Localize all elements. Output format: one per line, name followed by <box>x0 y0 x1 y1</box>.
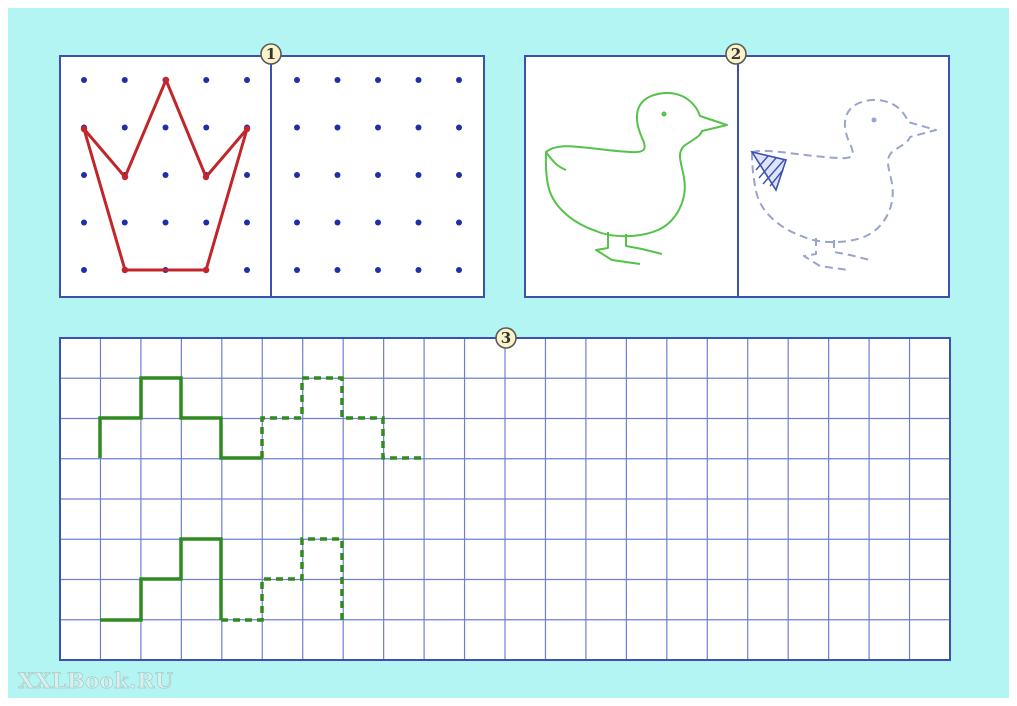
duck-eye-solid <box>662 112 667 117</box>
grid-dot <box>375 267 381 273</box>
grid-dot <box>294 267 300 273</box>
grid-dot <box>122 77 128 83</box>
exercise-1-panel <box>60 56 484 297</box>
grid-dot <box>81 172 87 178</box>
grid-dot <box>163 125 169 131</box>
grid-dot <box>416 77 422 83</box>
grid-dot <box>416 267 422 273</box>
grid-dot <box>375 172 381 178</box>
crown-vertex <box>163 77 169 83</box>
crown-vertex <box>203 267 209 273</box>
grid-dot <box>203 220 209 226</box>
grid-dot <box>416 220 422 226</box>
grid-dot <box>294 77 300 83</box>
exercise-3-badge: 3 <box>496 328 516 348</box>
grid-dot <box>81 220 87 226</box>
grid-dot <box>335 125 341 131</box>
grid-dot <box>81 77 87 83</box>
crown-vertex <box>122 267 128 273</box>
grid-dot <box>203 125 209 131</box>
crown-vertex <box>244 126 250 132</box>
grid-dot <box>294 125 300 131</box>
grid-dot <box>81 267 87 273</box>
grid-dot <box>244 77 250 83</box>
exercise-3-panel <box>60 338 950 660</box>
grid-dot <box>244 172 250 178</box>
exercise-2-badge: 2 <box>726 44 746 64</box>
grid-dot <box>456 267 462 273</box>
grid-dot <box>244 267 250 273</box>
grid-dot <box>456 172 462 178</box>
grid-dot <box>335 220 341 226</box>
grid-dot <box>244 220 250 226</box>
grid-dot <box>122 220 128 226</box>
grid-dot <box>335 267 341 273</box>
grid-dot <box>416 172 422 178</box>
watermark-text: XXLBook.RU <box>18 668 174 693</box>
grid-dot <box>294 220 300 226</box>
grid-dot <box>456 125 462 131</box>
grid-dot <box>163 172 169 178</box>
crown-vertex <box>203 174 209 180</box>
grid-dot <box>122 125 128 131</box>
grid-dot <box>294 172 300 178</box>
grid-dot <box>203 77 209 83</box>
duck-eye-dashed <box>872 118 877 123</box>
crown-vertex <box>81 126 87 132</box>
grid-dot <box>375 77 381 83</box>
grid-dot <box>416 125 422 131</box>
grid-dot <box>163 220 169 226</box>
exercise-1-badge: 1 <box>261 44 281 64</box>
grid-dot <box>375 125 381 131</box>
grid-dot <box>456 77 462 83</box>
grid-dot <box>335 77 341 83</box>
crown-vertex <box>122 174 128 180</box>
exercise-1-number: 1 <box>266 45 276 63</box>
grid-dot <box>456 220 462 226</box>
exercise-2-number: 2 <box>731 45 741 63</box>
exercise-2-panel <box>525 56 949 297</box>
grid-dot <box>375 220 381 226</box>
exercise-3-number: 3 <box>501 329 511 347</box>
grid-dot <box>335 172 341 178</box>
